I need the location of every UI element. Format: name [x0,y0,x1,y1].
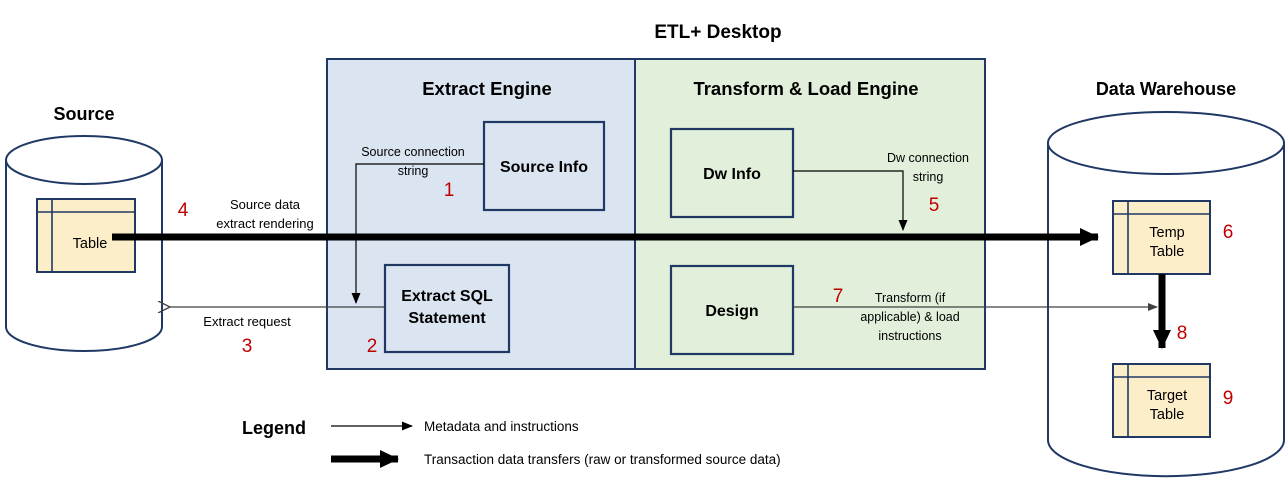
step-number-6: 6 [1223,222,1234,243]
source-connection-line [351,163,484,304]
dw-connection-string-line1: Dw connection [887,151,969,165]
step-number-4: 4 [178,200,189,221]
extract-sql-statement-box [383,263,511,354]
transform-load-line1: Transform (if [875,291,946,305]
source-connection-string-line2: string [398,164,429,178]
source-data-extract-line1: Source data [230,197,301,212]
step-number-1: 1 [444,180,455,201]
step-number-2: 2 [367,336,378,357]
transform-load-line2: applicable) & load [860,310,959,324]
step-number-5: 5 [929,195,940,216]
source-title: Source [53,104,114,124]
extract-sql-statement-label-line1: Extract SQL [401,288,493,305]
page-title: ETL+ Desktop [654,22,781,43]
legend-item-label-1: Transaction data transfers (raw or trans… [424,452,781,467]
target-table-label-line1: Target [1147,388,1187,404]
step-number-7: 7 [833,286,844,307]
source-info-label: Source Info [500,159,588,176]
temp-table-label-line1: Temp [1149,225,1184,241]
transform-load-engine-title: Transform & Load Engine [693,78,918,99]
extract-engine-title: Extract Engine [422,78,552,99]
source-connection-string-line1: Source connection [361,145,465,159]
step-number-9: 9 [1223,388,1234,409]
step-number-3: 3 [242,336,253,357]
legend-title: Legend [242,418,306,438]
dw-info-box [669,127,795,219]
dw-connection-string-line2: string [913,170,944,184]
dw-info-label: Dw Info [703,166,761,183]
source-table-label: Table [73,236,108,252]
data-warehouse-title: Data Warehouse [1096,79,1236,99]
extract-request-label: Extract request [203,314,291,329]
step-number-8: 8 [1177,323,1188,344]
transform-load-line3: instructions [878,329,941,343]
design-box [669,264,795,356]
legend-item-label-0: Metadata and instructions [424,419,579,434]
data-warehouse-cylinder [1047,111,1285,478]
target-table-icon [1112,363,1211,438]
source-data-extract-line2: extract rendering [216,216,314,231]
temp-table-label-line2: Table [1150,244,1185,260]
source-info-box [482,120,606,212]
target-table-label-line2: Table [1150,407,1185,423]
dw-connection-line [793,170,908,231]
design-label: Design [705,303,758,320]
extract-sql-statement-label-line2: Statement [408,310,486,327]
